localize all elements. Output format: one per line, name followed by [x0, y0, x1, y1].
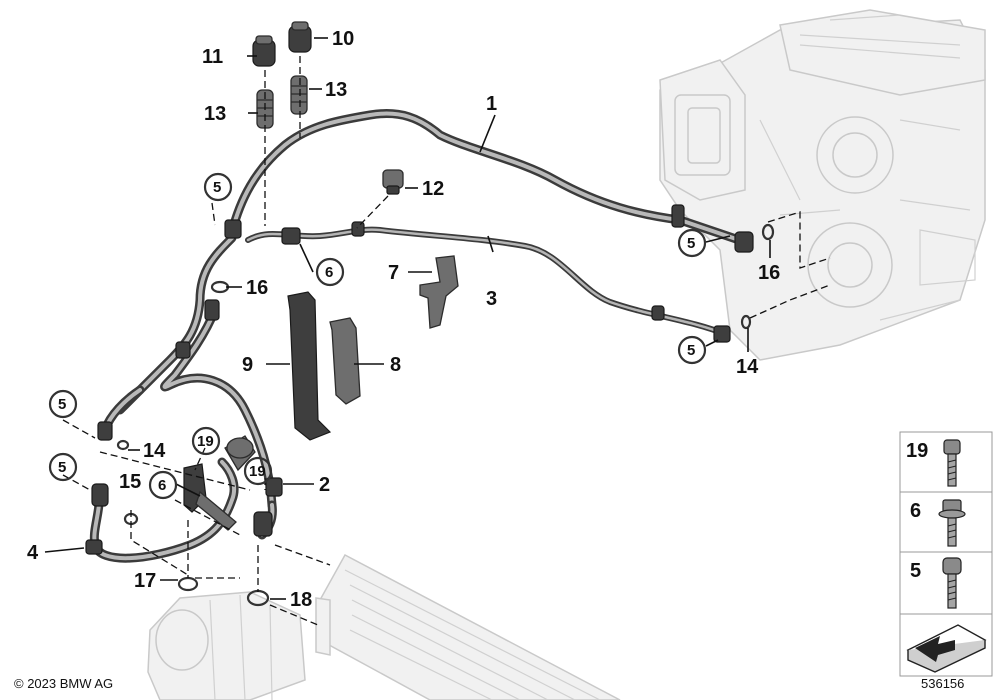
assembly-lines [62, 56, 831, 626]
callout-13-right: 13 [325, 79, 347, 101]
flange-bolt-icon [938, 499, 966, 547]
callout-circles [48, 172, 707, 500]
liquid-line-pipe [245, 221, 731, 343]
torx-bolt-icon [943, 439, 961, 487]
callout-18: 18 [290, 589, 312, 611]
callout-6-upper: 6 [325, 264, 333, 281]
callout-19-right: 19 [249, 463, 266, 480]
pressure-sensor-12 [382, 169, 404, 195]
legend-label-19: 19 [906, 440, 928, 462]
callout-7: 7 [388, 262, 399, 284]
legend-label-5: 5 [910, 560, 921, 582]
callout-16-right: 16 [758, 262, 780, 284]
callout-15: 15 [119, 471, 141, 493]
cap-11 [252, 35, 276, 67]
fastener-legend: 19 6 5 [899, 431, 993, 677]
callout-8: 8 [390, 354, 401, 376]
callout-3: 3 [486, 288, 497, 310]
left-pipe-bundle [97, 219, 277, 510]
callout-5-hvac-suction: 5 [687, 235, 695, 252]
shield-9 [287, 291, 332, 441]
direction-arrow-icon [906, 624, 987, 673]
callout-5-left-lower: 5 [58, 459, 66, 476]
callout-1: 1 [486, 93, 497, 115]
leader-lines [44, 37, 771, 600]
condenser-ghost [315, 553, 621, 700]
callout-11: 11 [202, 46, 223, 68]
callout-16-left: 16 [246, 277, 268, 299]
callout-14-left: 14 [143, 440, 166, 462]
callout-5-left-upper: 5 [58, 396, 66, 413]
callout-12: 12 [422, 178, 444, 200]
hvac-housing-ghost [659, 9, 986, 361]
compressor-ghost [147, 591, 306, 700]
callout-14-right: 14 [736, 356, 759, 378]
callout-4: 4 [27, 542, 39, 564]
callout-5-upper-left: 5 [213, 179, 221, 196]
bracket-7 [419, 255, 459, 329]
callout-2: 2 [319, 474, 330, 496]
copyright-notice: © 2023 BMW AG [14, 676, 114, 691]
callout-9: 9 [242, 354, 253, 376]
callout-5-hvac-liquid: 5 [687, 342, 695, 359]
hex-bolt-icon [942, 557, 962, 609]
cap-10 [288, 21, 312, 53]
legend-label-6: 6 [910, 500, 921, 522]
suction-line-pipe [227, 109, 754, 253]
service-valve-13-right [290, 75, 308, 115]
callout-17: 17 [134, 570, 156, 592]
compressor-hose-4 [85, 457, 239, 563]
callout-10: 10 [332, 28, 354, 50]
callout-19-left: 19 [197, 433, 214, 450]
callout-6-lower: 6 [158, 477, 166, 494]
shield-8 [329, 317, 361, 405]
pressure-hose-2 [224, 435, 283, 540]
image-id: 536156 [921, 676, 965, 691]
callout-labels: 1 2 3 4 5 5 5 5 5 5 6 6 7 8 9 10 11 12 1… [27, 28, 780, 611]
callout-13-left: 13 [204, 103, 226, 125]
